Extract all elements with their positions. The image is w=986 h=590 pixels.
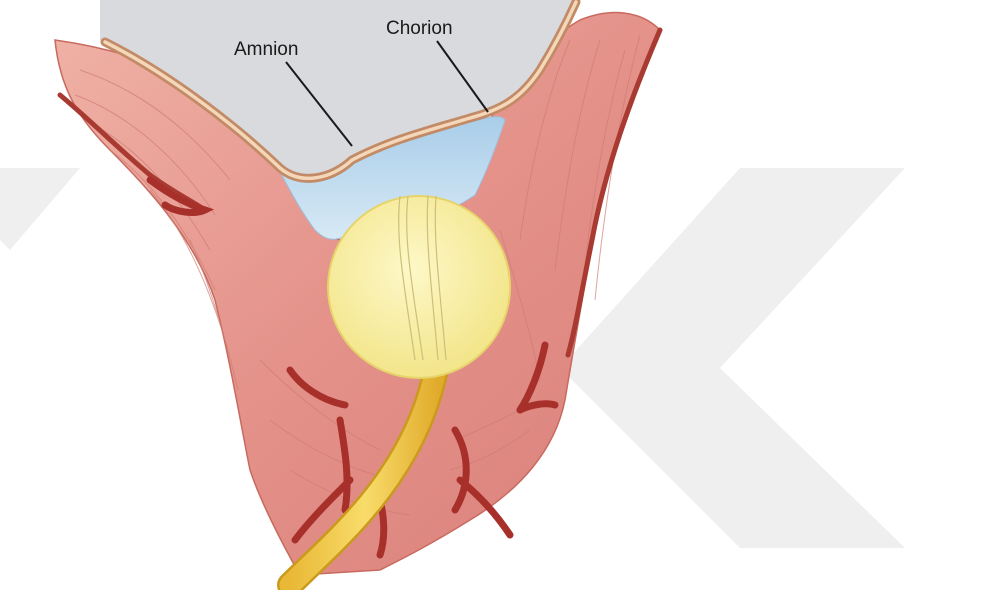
balloon bbox=[328, 196, 510, 378]
amnion-label: Amnion bbox=[234, 39, 298, 60]
chorion-label: Chorion bbox=[386, 18, 453, 39]
